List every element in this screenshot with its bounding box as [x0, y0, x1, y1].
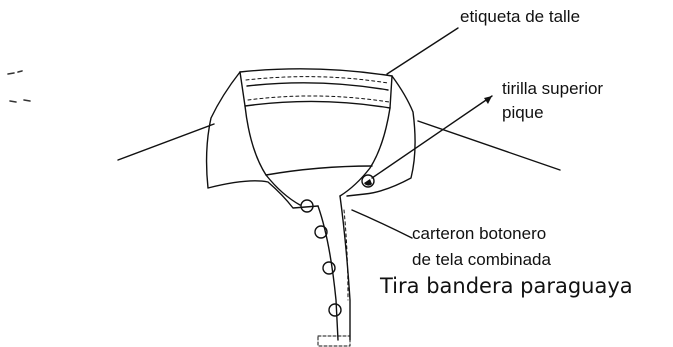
collar-band-inner — [239, 71, 393, 109]
scan-specks — [7, 70, 31, 103]
collar-band-stitch-top — [245, 76, 389, 84]
right-collar-fold — [339, 107, 391, 197]
button-2 — [314, 225, 328, 239]
top-strip-label-line2: pique — [502, 103, 544, 122]
flag-strip-label: Tira bandera paraguaya — [380, 274, 633, 298]
right-collar-wing — [346, 75, 416, 197]
button-4 — [328, 303, 342, 317]
placket-stitch — [343, 209, 349, 301]
collar-band-top — [239, 68, 393, 77]
leader-top-strip — [371, 95, 493, 179]
left-collar-fold — [244, 105, 301, 206]
neckline-curve — [265, 165, 373, 176]
left-collar-wing — [205, 71, 319, 209]
placket-left-edge — [317, 205, 339, 341]
placket-right-edge — [339, 195, 351, 341]
leader-size-tag — [386, 27, 459, 75]
neck-button-fill — [364, 179, 372, 186]
placket-label-line1: carteron botonero — [412, 224, 547, 243]
collar-band-stitch-bottom — [247, 95, 390, 103]
button-1 — [300, 199, 314, 213]
neck-button — [361, 174, 375, 188]
collar-band-mid-line — [246, 82, 389, 91]
left-shoulder-line — [117, 123, 215, 161]
size-tag-label: etiqueta de talle — [460, 7, 581, 26]
right-shoulder-line — [417, 120, 561, 171]
button-3 — [322, 261, 336, 275]
top-strip-label-line1: tirilla superior — [502, 79, 604, 98]
leader-placket — [351, 209, 413, 239]
placket-bottom-box — [317, 335, 351, 347]
placket-label-line2: de tela combinada — [412, 250, 551, 269]
leader-top-strip-arrowhead — [484, 96, 492, 104]
